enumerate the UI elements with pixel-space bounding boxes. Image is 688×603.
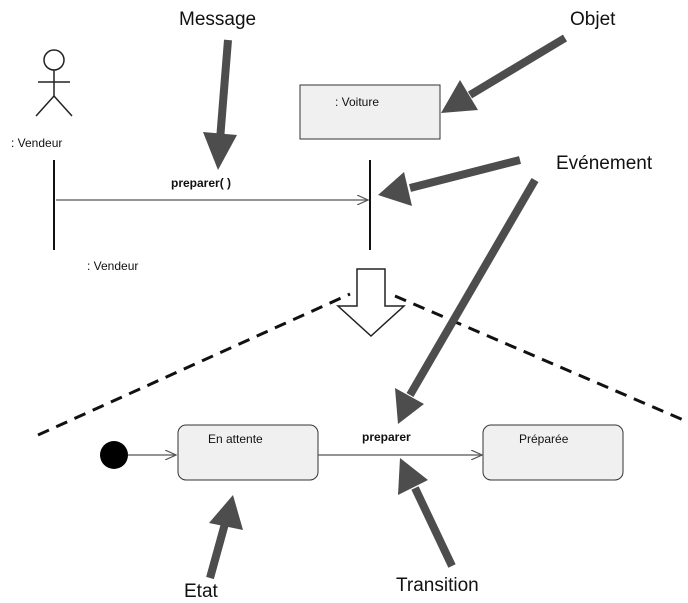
callout-message: Message — [179, 9, 256, 30]
pointer-transition-head — [398, 458, 428, 495]
cone-line-left — [37, 292, 351, 437]
pointer-message-head — [203, 132, 237, 170]
object-box — [299, 84, 441, 140]
pointer-event-seq-shaft — [409, 156, 521, 192]
state-en-attente — [177, 424, 319, 481]
pointer-event-sm-head — [395, 388, 424, 424]
callout-objet: Objet — [570, 9, 616, 30]
actor-label: : Vendeur — [11, 136, 62, 150]
cone-line-right — [394, 294, 688, 424]
object-label: : Voiture — [335, 95, 379, 109]
pointer-transition-shaft — [411, 486, 456, 568]
state-2-label: Préparée — [519, 432, 569, 446]
pointer-etat-head — [209, 495, 243, 530]
bottom-actor-label: : Vendeur — [87, 259, 138, 273]
callout-transition: Transition — [396, 575, 479, 596]
callout-evenement: Evénement — [556, 153, 653, 174]
pointer-event-sm-shaft — [406, 177, 539, 398]
pointer-event-seq-head — [378, 172, 412, 206]
state-preparee — [482, 424, 624, 481]
transition-label: preparer — [362, 430, 411, 444]
initial-state-dot — [100, 441, 128, 469]
actor-stick-figure — [35, 49, 73, 117]
transform-arrow — [336, 268, 406, 338]
message-label: preparer( ) — [171, 176, 231, 190]
pointer-objet-head — [441, 80, 478, 113]
state-1-label: En attente — [208, 432, 263, 446]
pointer-etat-shaft — [206, 518, 230, 580]
pointer-objet-shaft — [467, 34, 568, 99]
callout-etat: Etat — [184, 581, 219, 602]
pointer-message-shaft — [216, 39, 232, 141]
